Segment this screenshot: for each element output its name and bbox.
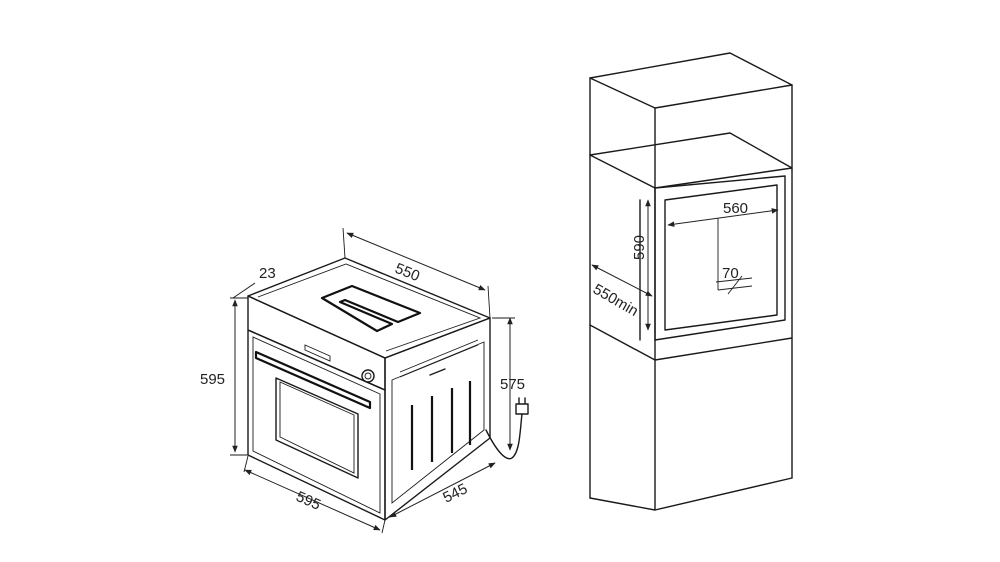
dim-line-side-depth bbox=[389, 462, 496, 518]
niche-inner bbox=[664, 184, 778, 331]
door-handle bbox=[254, 350, 372, 410]
dim-label-panel-offset: 23 bbox=[259, 265, 276, 282]
cabinet-upper-edges bbox=[589, 77, 793, 189]
dim-line-panel-offset bbox=[232, 282, 256, 299]
cabinet-drawing bbox=[589, 52, 793, 511]
dim-label-body-height: 575 bbox=[500, 376, 525, 393]
cabinet-front-edges bbox=[589, 154, 656, 511]
dim-label-vent-gap: 70 bbox=[722, 265, 739, 282]
power-cable bbox=[485, 413, 523, 460]
dim-label-height: 595 bbox=[200, 371, 225, 388]
cabinet-top bbox=[589, 52, 793, 109]
dim-line-depth-top bbox=[346, 232, 486, 291]
oven-drawing bbox=[247, 257, 529, 521]
dim-label-cutout-width: 560 bbox=[723, 200, 748, 217]
door-window bbox=[275, 377, 359, 479]
dim-label-width: 595 bbox=[293, 488, 323, 514]
dim-line-cutout-width bbox=[667, 208, 779, 227]
dim-label-side-depth: 545 bbox=[440, 480, 470, 506]
dim-label-cutout-height: 590 bbox=[631, 235, 648, 260]
cabinet-dimensions bbox=[591, 199, 779, 331]
side-ribs bbox=[410, 381, 472, 470]
display bbox=[304, 344, 331, 362]
dim-line-width bbox=[244, 469, 381, 531]
oven-dimensions bbox=[230, 227, 515, 534]
dim-line-depth-min bbox=[591, 264, 653, 297]
top-vent bbox=[320, 284, 422, 333]
dim-label-depth-top: 550 bbox=[393, 260, 423, 285]
side-vents bbox=[399, 339, 479, 378]
oven-side bbox=[384, 317, 491, 521]
cabinet-shelf bbox=[589, 132, 793, 189]
control-panel bbox=[247, 295, 386, 391]
cabinet-base bbox=[589, 477, 793, 511]
niche-floor bbox=[589, 324, 793, 361]
dim-line-vent-gap bbox=[715, 277, 753, 283]
niche-back bbox=[654, 175, 786, 341]
side-latch bbox=[429, 368, 446, 376]
plug-icon bbox=[515, 397, 529, 415]
